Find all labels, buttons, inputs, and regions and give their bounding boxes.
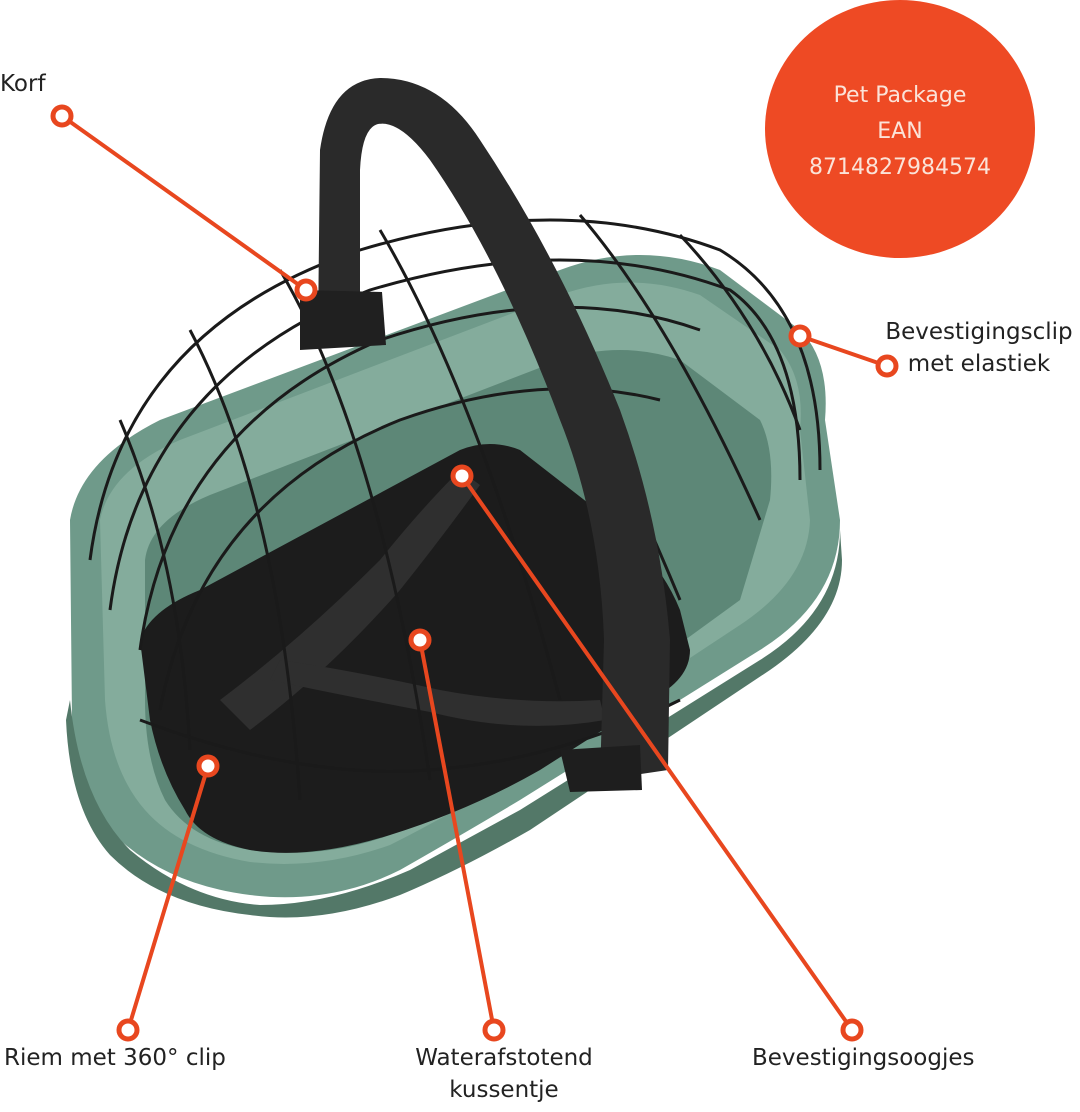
callout-dot-clip-end	[875, 354, 899, 378]
callout-line-oogjes	[460, 474, 854, 1032]
callout-dot-kussen-start	[408, 628, 432, 652]
badge-ean-label: EAN	[877, 119, 923, 144]
label-bevestigingsoogjes: Bevestigingsoogjes	[752, 1045, 975, 1071]
label-riem: Riem met 360° clip	[4, 1045, 226, 1071]
label-kussentje: Waterafstotend kussentje	[415, 1045, 593, 1103]
label-korf: Korf	[0, 71, 46, 97]
callout-dot-korf-end	[294, 278, 318, 302]
callout-line-clip	[798, 334, 889, 368]
callout-dot-riem-end	[116, 1018, 140, 1042]
callout-line-riem	[126, 764, 210, 1032]
callout-dot-oogjes-start	[450, 464, 474, 488]
badge-title: Pet Package	[833, 83, 967, 108]
callout-line-korf	[60, 114, 308, 292]
label-bevestigingsclip: Bevestigingsclip met elastiek	[885, 319, 1073, 377]
pet-package-badge: Pet Package EAN 8714827984574	[765, 0, 1035, 258]
badge-ean-number: 8714827984574	[809, 155, 991, 180]
handle	[300, 78, 670, 792]
callout-dot-kussen-end	[482, 1018, 506, 1042]
callout-line-kussen	[418, 638, 496, 1032]
callout-dot-clip-start	[788, 324, 812, 348]
callout-dot-korf-start	[50, 104, 74, 128]
callout-dot-oogjes-end	[840, 1018, 864, 1042]
callout-dot-riem-start	[196, 754, 220, 778]
